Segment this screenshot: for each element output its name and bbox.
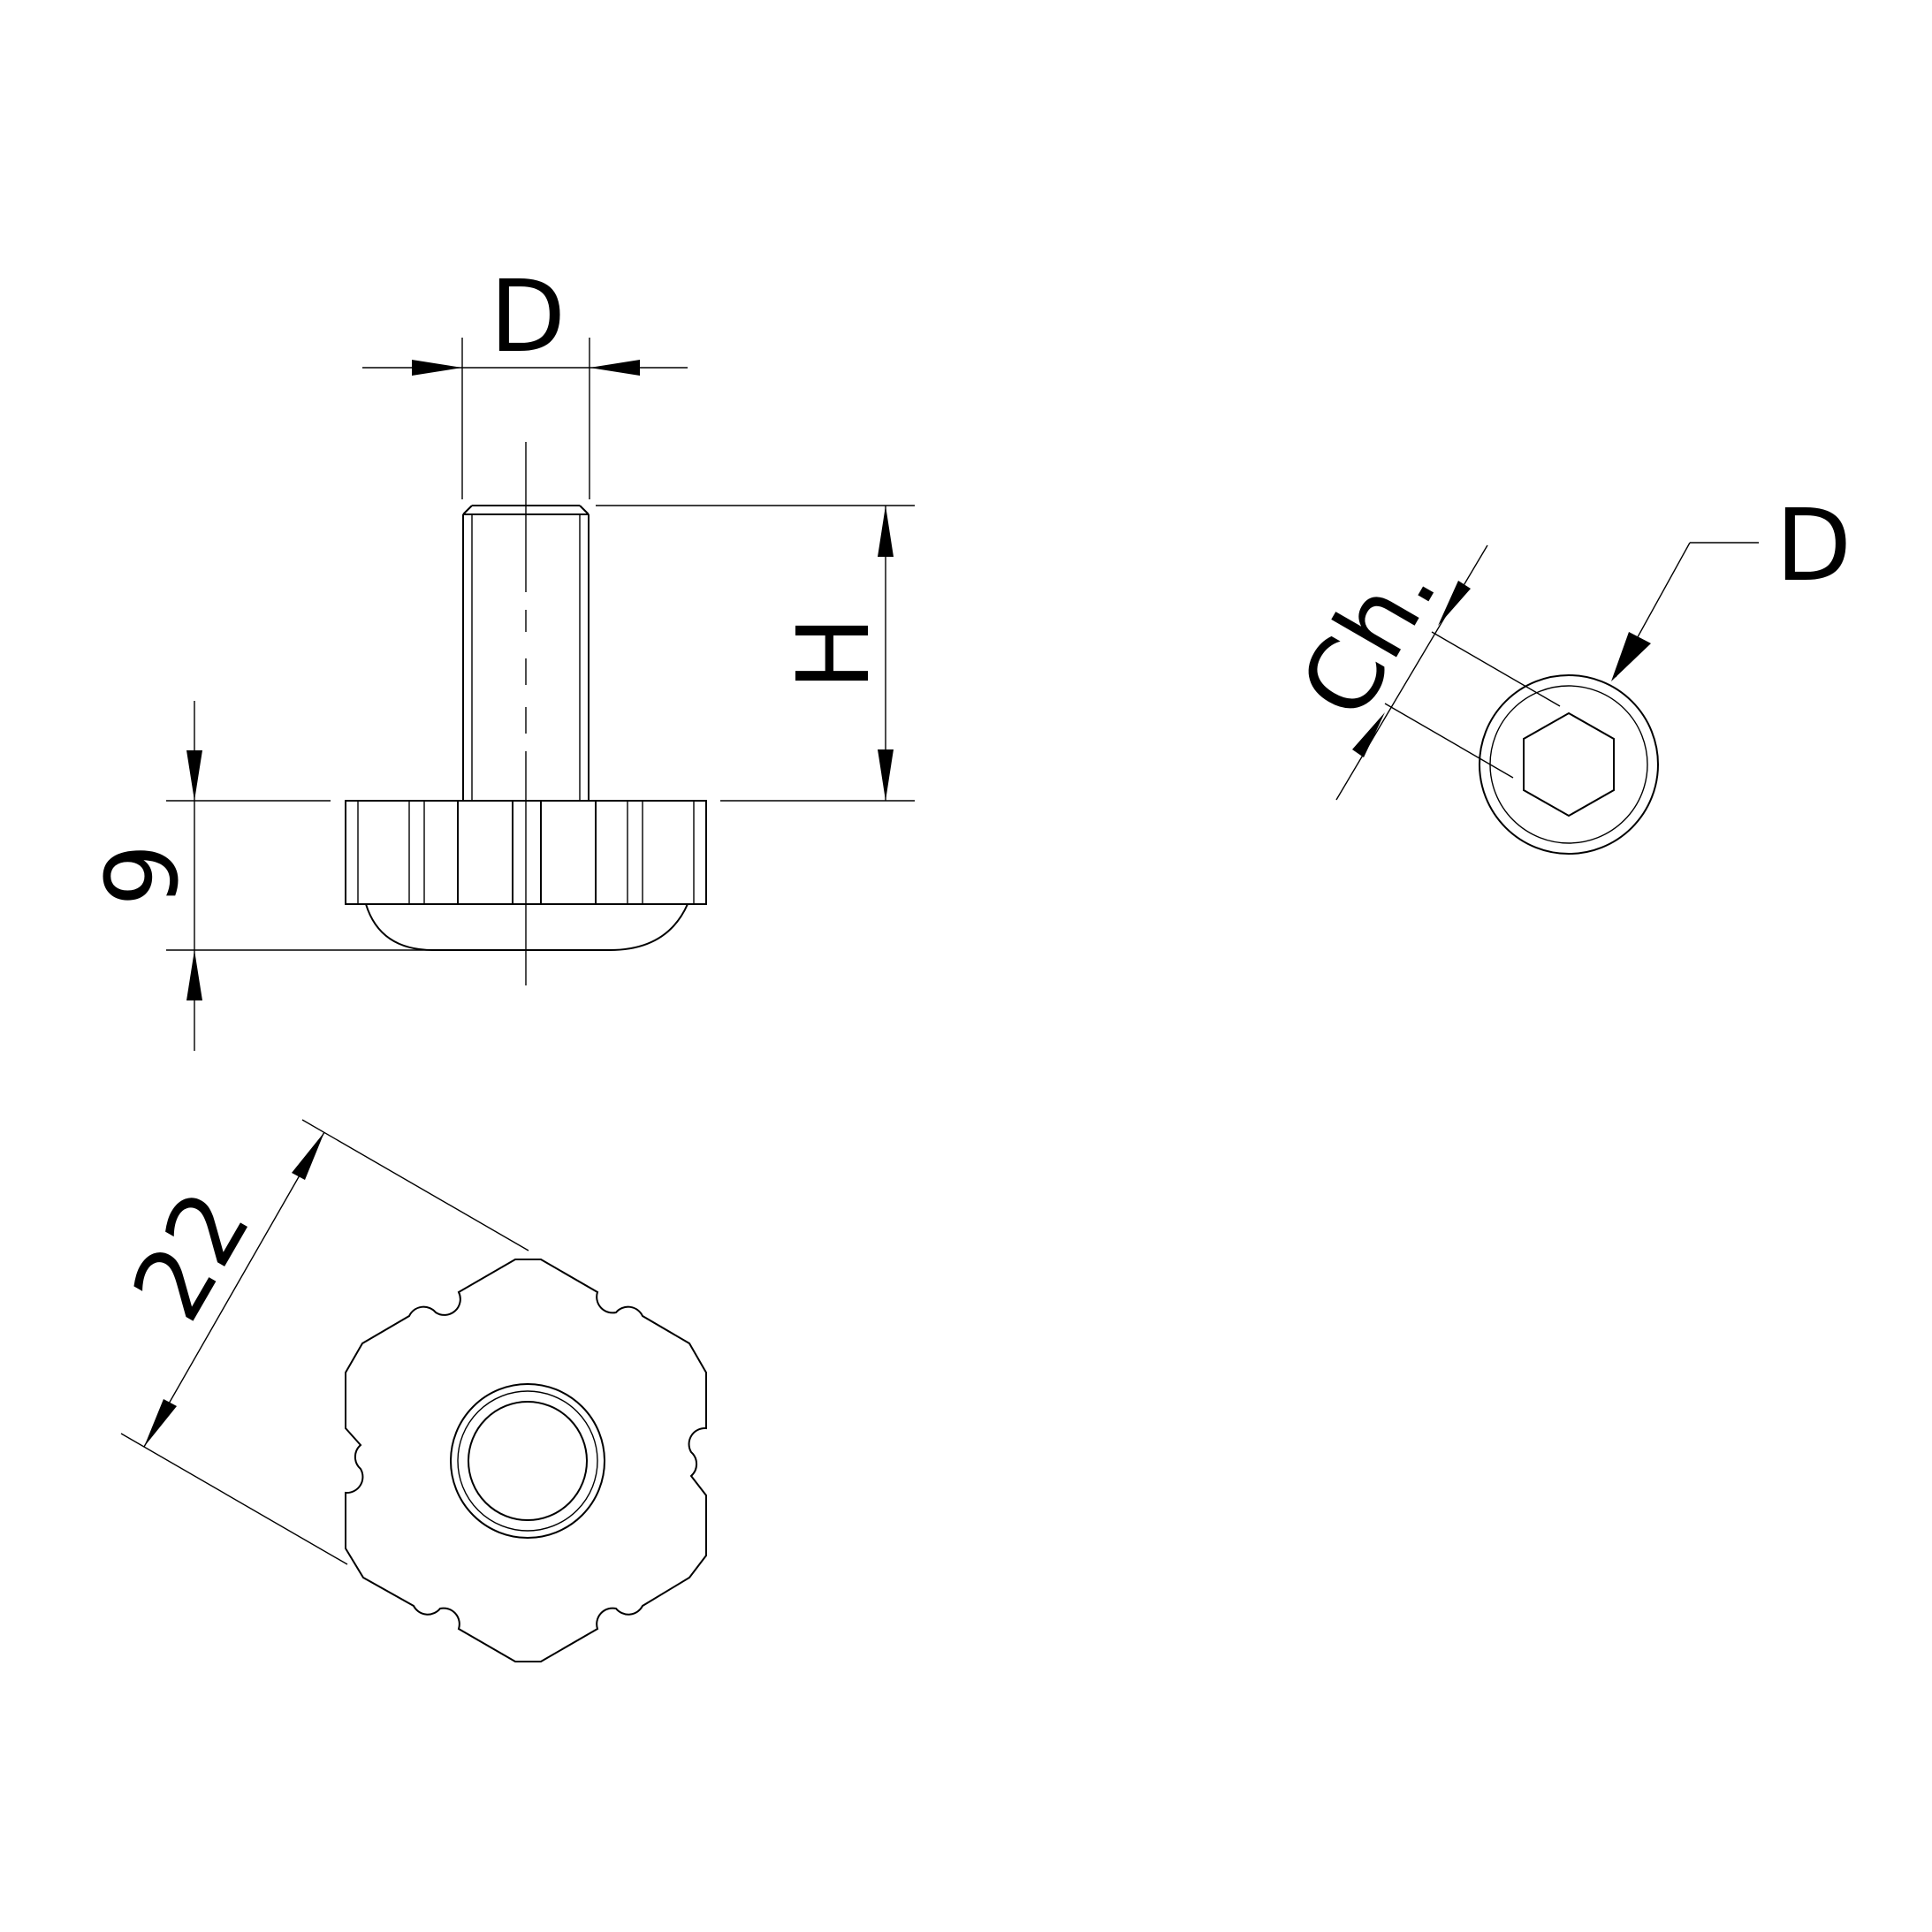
end-outer-circle [1479,674,1659,855]
arrowhead [1438,581,1471,626]
end-view [1479,674,1659,855]
dim-label-hex-key: Ch. [1279,537,1460,736]
side-view [345,442,707,985]
arrowhead [878,506,894,557]
arrowhead [412,360,462,376]
arrowhead [589,360,640,376]
dim-base-thickness: 9 [86,701,433,1051]
dim-label-base-width: 22 [110,1173,273,1339]
arrowhead [878,749,894,801]
insert-outer-ring [450,1383,605,1539]
arrowhead [292,1132,324,1180]
end-inner-circle [1489,685,1648,844]
bottom-view [345,1259,707,1662]
hex-socket [1523,711,1615,818]
insert-middle-ring [457,1390,598,1532]
dim-base-width: 22 [110,1119,529,1565]
rounded-foot [365,903,688,951]
star-knob-outline [345,1259,707,1662]
dim-shaft-diameter: D [362,260,688,499]
arrowhead [1611,632,1651,681]
dim-label-height: H [777,616,892,690]
arrowhead [186,750,202,801]
dim-hex-key: Ch. [1279,537,1561,801]
dim-label-base-thickness: 9 [86,843,201,906]
dim-height: H [596,505,915,802]
arrowhead [1352,712,1385,757]
knurled-base [345,800,707,905]
threaded-shaft [462,505,589,801]
arrowhead [186,950,202,1000]
dim-label-end-diameter: D [1776,489,1852,604]
dim-end-diameter: D [1611,489,1852,681]
arrowhead [144,1399,177,1447]
insert-inner-bore [468,1401,588,1521]
dim-label-shaft-diameter: D [490,260,566,375]
